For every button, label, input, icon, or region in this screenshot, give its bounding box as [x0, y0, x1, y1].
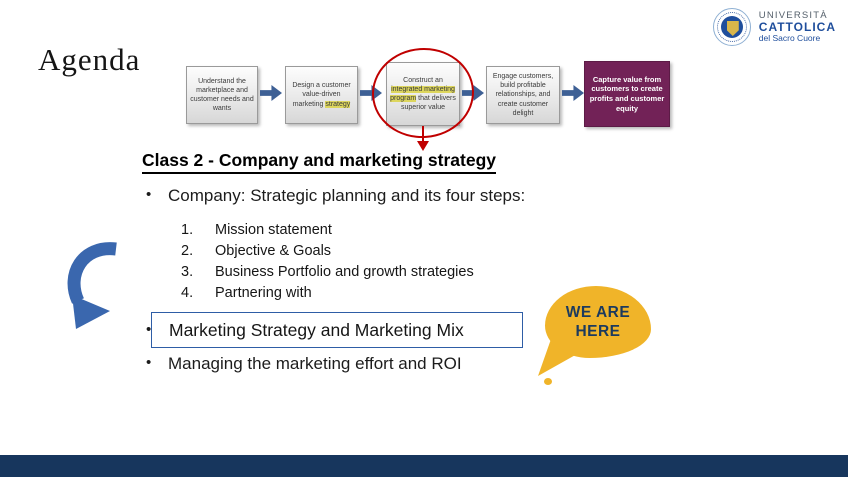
bubble-text-line1: WE ARE	[565, 303, 631, 321]
section-heading: Class 2 - Company and marketing strategy	[142, 150, 496, 174]
process-step-5-capture-value: Capture value from customers to create p…	[584, 61, 670, 127]
item-number: 4.	[181, 285, 194, 301]
process-step-text: Engage customers, build profitable relat…	[490, 72, 556, 117]
flow-arrow-icon	[562, 85, 584, 101]
process-step-1: Understand the marketplace and customer …	[186, 66, 258, 124]
step-text-pre: Construct an	[403, 76, 443, 84]
step-text-pre: Design a customer value-driven marketing	[292, 82, 351, 108]
process-step-4: Engage customers, build profitable relat…	[486, 66, 560, 124]
process-step-text: Capture value from customers to create p…	[588, 75, 666, 114]
item-number: 2.	[181, 243, 194, 259]
step-text-post: that delivers superior value	[401, 95, 456, 112]
logo-line-del-sacro-cuore: del Sacro Cuore	[758, 33, 821, 44]
item-number: 3.	[181, 264, 194, 280]
item-text: Objective & Goals	[215, 243, 332, 259]
bullet-managing-marketing-effort: • Managing the marketing effort and ROI	[146, 354, 462, 374]
logo-line-universita: UNIVERSITÀ	[758, 9, 828, 21]
process-step-2: Design a customer value-driven marketing…	[285, 66, 358, 124]
bullet-marker: •	[146, 354, 152, 371]
university-crest-icon	[712, 8, 751, 46]
step-text-pre: Understand the marketplace and customer …	[190, 77, 254, 113]
item-text: Business Portfolio and growth strategies	[215, 264, 474, 280]
step-text-pre: Engage customers, build profitable relat…	[492, 73, 554, 117]
process-step-text: Design a customer value-driven marketing…	[289, 81, 354, 108]
university-logo: UNIVERSITÀ CATTOLICA del Sacro Cuore	[712, 8, 836, 46]
bullet-text: Marketing Strategy and Marketing Mix	[169, 319, 464, 340]
numbered-item-4: 4. Partnering with	[181, 285, 312, 301]
numbered-item-3: 3. Business Portfolio and growth strateg…	[181, 264, 474, 280]
marketing-mix-highlight-box: Marketing Strategy and Marketing Mix	[151, 312, 523, 348]
item-number: 1.	[181, 222, 194, 238]
bullet-marker: •	[146, 186, 152, 203]
logo-line-cattolica: CATTOLICA	[758, 19, 836, 34]
we-are-here-bubble: WE ARE HERE	[545, 286, 651, 358]
numbered-item-1: 1. Mission statement	[181, 222, 332, 238]
step-text-pre: Capture value from customers to create p…	[589, 74, 665, 113]
bullet-marker: •	[146, 321, 152, 338]
step-text-highlight: strategy	[325, 100, 351, 108]
process-step-text: Understand the marketplace and customer …	[190, 77, 254, 113]
footer-bar	[0, 455, 848, 477]
process-step-3: Construct an integrated marketing progra…	[386, 62, 460, 126]
speech-bubble-dot	[544, 378, 552, 385]
bubble-text-line2: HERE	[575, 323, 621, 340]
item-text: Mission statement	[215, 222, 332, 238]
bullet-text: Company: Strategic planning and its four…	[168, 186, 526, 205]
crest-shield-icon	[726, 21, 739, 36]
university-logo-text: UNIVERSITÀ CATTOLICA del Sacro Cuore	[758, 9, 836, 44]
bullet-company-strategic-planning: • Company: Strategic planning and its fo…	[146, 186, 525, 206]
item-text: Partnering with	[215, 285, 312, 301]
process-step-text: Construct an integrated marketing progra…	[390, 76, 456, 112]
flow-arrow-icon	[260, 85, 282, 101]
curved-arrow-icon	[67, 242, 117, 329]
bullet-text: Managing the marketing effort and ROI	[168, 354, 462, 373]
red-arrow-down-icon	[417, 126, 429, 151]
page-title: Agenda	[38, 42, 141, 77]
numbered-item-2: 2. Objective & Goals	[181, 243, 331, 259]
